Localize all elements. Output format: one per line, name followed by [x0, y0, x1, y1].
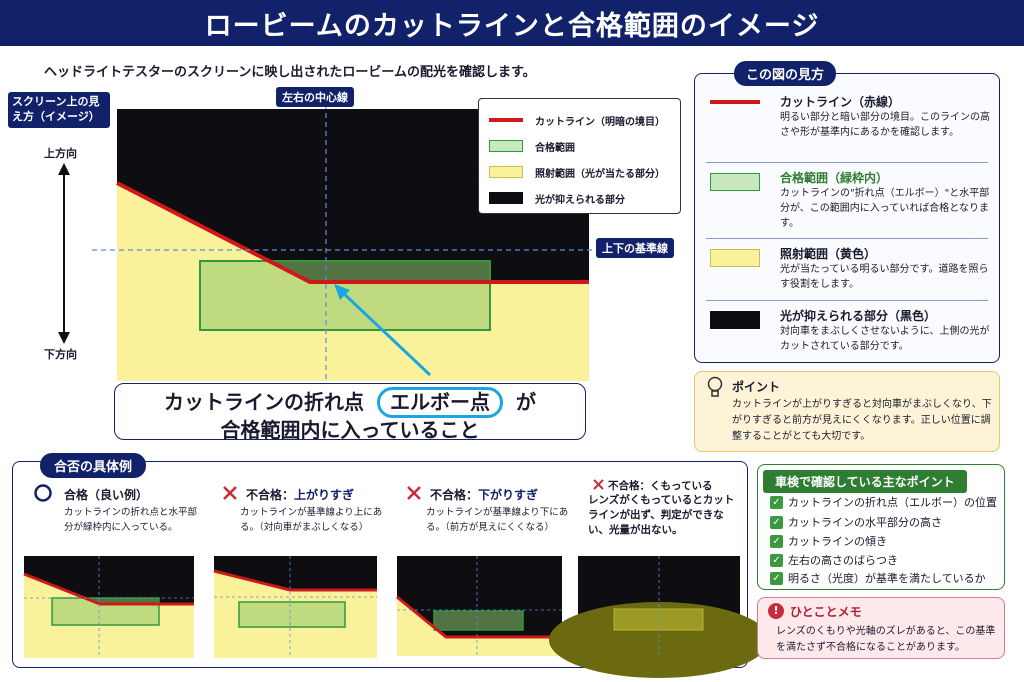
case-title-prefix: 不合格：	[430, 488, 479, 502]
circle-icon	[34, 484, 52, 502]
callout-elbow: エルボー点	[390, 390, 490, 414]
memo-panel	[757, 597, 1005, 659]
cross-icon	[593, 479, 604, 490]
howto-text: 光が当たっている明るい部分です。道路を照らす役割をします。	[780, 264, 989, 290]
cases-heading: 合否の具体例	[40, 453, 147, 478]
up-label: 上方向	[44, 147, 77, 160]
check-label: 明るさ（光度）が基準を満たしているか	[788, 572, 986, 585]
checkmark-icon: ✓	[770, 571, 783, 585]
lightbulb-icon	[707, 376, 723, 397]
case-title: 不合格：下がりすぎ	[430, 486, 538, 503]
check-label: カットラインの水平部分の高さ	[788, 516, 942, 529]
screen-label: スクリーン上の見え方（イメージ）	[8, 92, 110, 128]
black-box-icon	[489, 192, 523, 204]
divider	[706, 162, 988, 163]
foggy-example-screen	[549, 556, 769, 678]
callout-text-line2: 合格範囲内に入っていること	[220, 418, 480, 442]
exclamation-icon: !	[768, 603, 784, 619]
yellow-box-icon	[710, 249, 760, 267]
green-box-icon	[489, 140, 523, 152]
point-text: カットラインが上がりすぎると対向車がまぶしくなり、下がりすぎると前方が見えにくく…	[732, 399, 992, 442]
green-box-icon	[710, 173, 760, 191]
legend-label: カットライン（明暗の境目）	[535, 116, 665, 128]
too-low-example-screen	[396, 556, 562, 656]
cases-panel	[12, 461, 748, 668]
elbow-highlight: エルボー点	[377, 387, 503, 418]
case-text: レンズがくもっているとカットラインが出ず、判定ができない、光量が出ない。	[588, 494, 735, 536]
memo-title: ひとことメモ	[790, 605, 862, 619]
howto-text: カットラインの"折れ点（エルボー）"と水平部分が、この範囲内に入っていれば合格と…	[780, 188, 990, 229]
howto-heading: この図の見方	[734, 61, 837, 86]
case-text: カットラインの折れ点と水平部分が緑枠内に入っている。	[64, 507, 198, 533]
case-title-detail: 上がりすぎ	[294, 488, 355, 502]
howto-text: 対向車をまぶしくさせないように、上側の光がカットされている部分です。	[780, 326, 990, 352]
howto-title: 照射範囲（黄色）	[780, 247, 877, 261]
case-title: 合格（良い例）	[64, 488, 149, 502]
cut-line	[116, 181, 589, 284]
red-line-icon	[489, 118, 523, 122]
point-panel	[694, 371, 1000, 452]
check-label: 左右の高さのばらつき	[788, 554, 898, 567]
elbow-pointer	[338, 288, 432, 377]
check-label: カットラインの折れ点（エルボー）の位置	[788, 496, 997, 509]
howto-title: 光が抑えられる部分（黒色）	[780, 309, 937, 323]
legend-item: カットライン（明暗の境目）	[489, 107, 670, 133]
checks-heading: 車検で確認している主なポイント	[763, 470, 967, 493]
howto-text: 明るい部分と暗い部分の境目。このラインの高さや形が基準内にあるかを確認します。	[780, 112, 990, 138]
case-title: 不合格：上がりすぎ	[246, 486, 354, 503]
title-bar: ロービームのカットラインと合格範囲のイメージ	[0, 0, 1024, 46]
red-line-icon	[710, 100, 760, 104]
check-item: ✓ 明るさ（光度）が基準を満たしているか	[770, 570, 986, 586]
checkmark-icon: ✓	[770, 515, 783, 529]
callout-text: カットラインの折れ点	[164, 390, 365, 414]
legend-label: 照射範囲（光が当たる部分）	[535, 168, 665, 180]
check-item: ✓ カットラインの折れ点（エルボー）の位置	[770, 494, 997, 510]
legend: カットライン（明暗の境目） 合格範囲 照射範囲（光が当たる部分） 光が抑えられる…	[478, 98, 681, 214]
check-item: ✓ カットラインの傾き	[770, 533, 887, 549]
legend-item: 照射範囲（光が当たる部分）	[489, 159, 670, 185]
elbow-pointer-head	[334, 284, 350, 300]
center-line-label: 左右の中心線	[276, 87, 354, 107]
checkmark-icon: ✓	[770, 534, 783, 548]
legend-label: 光が抑えられる部分	[535, 194, 625, 206]
howto-title: 合格範囲（緑枠内）	[780, 171, 889, 185]
check-label: カットラインの傾き	[788, 535, 887, 548]
divider	[706, 300, 988, 301]
howto-title: カットライン（赤線）	[780, 95, 901, 109]
divider	[706, 238, 988, 239]
base-line-label: 上下の基準線	[596, 238, 674, 258]
memo-text: レンズのくもりや光軸のズレがあると、この基準を満たさず不合格になることがあります…	[776, 626, 996, 653]
case-title-prefix: 不合格：	[246, 488, 295, 502]
good-example-screen	[23, 556, 194, 658]
point-title: ポイント	[732, 380, 781, 394]
case-title: 不合格：くもっている	[608, 480, 713, 492]
checkmark-icon: ✓	[770, 495, 783, 509]
checkmark-icon: ✓	[770, 553, 783, 567]
case-text: カットラインが基準線より下にある。（前方が見えにくくなる）	[426, 507, 569, 533]
down-label: 下方向	[44, 348, 77, 361]
intro-text: ヘッドライトテスターのスクリーンに映し出されたロービームの配光を確認します。	[44, 65, 536, 80]
up-arrow-icon	[58, 163, 70, 175]
yellow-box-icon	[489, 166, 523, 178]
cross-icon	[223, 486, 237, 500]
legend-item: 光が抑えられる部分	[489, 185, 670, 211]
page-title: ロービームのカットラインと合格範囲のイメージ	[204, 10, 820, 42]
black-box-icon	[710, 311, 760, 329]
down-arrow-icon	[58, 332, 70, 344]
case-title-detail: 下がりすぎ	[478, 488, 539, 502]
check-item: ✓ 左右の高さのばらつき	[770, 552, 898, 568]
elbow-callout: カットラインの折れ点 エルボー点 が 合格範囲内に入っていること	[114, 383, 586, 442]
case-text: カットラインが基準線より上にある。（対向車がまぶしくなる）	[240, 507, 383, 533]
cross-icon	[407, 486, 421, 500]
legend-label: 合格範囲	[535, 142, 575, 154]
legend-item: 合格範囲	[489, 133, 670, 159]
callout-text: が	[515, 390, 536, 414]
check-item: ✓ カットラインの水平部分の高さ	[770, 514, 942, 530]
too-high-example-screen	[213, 556, 377, 658]
